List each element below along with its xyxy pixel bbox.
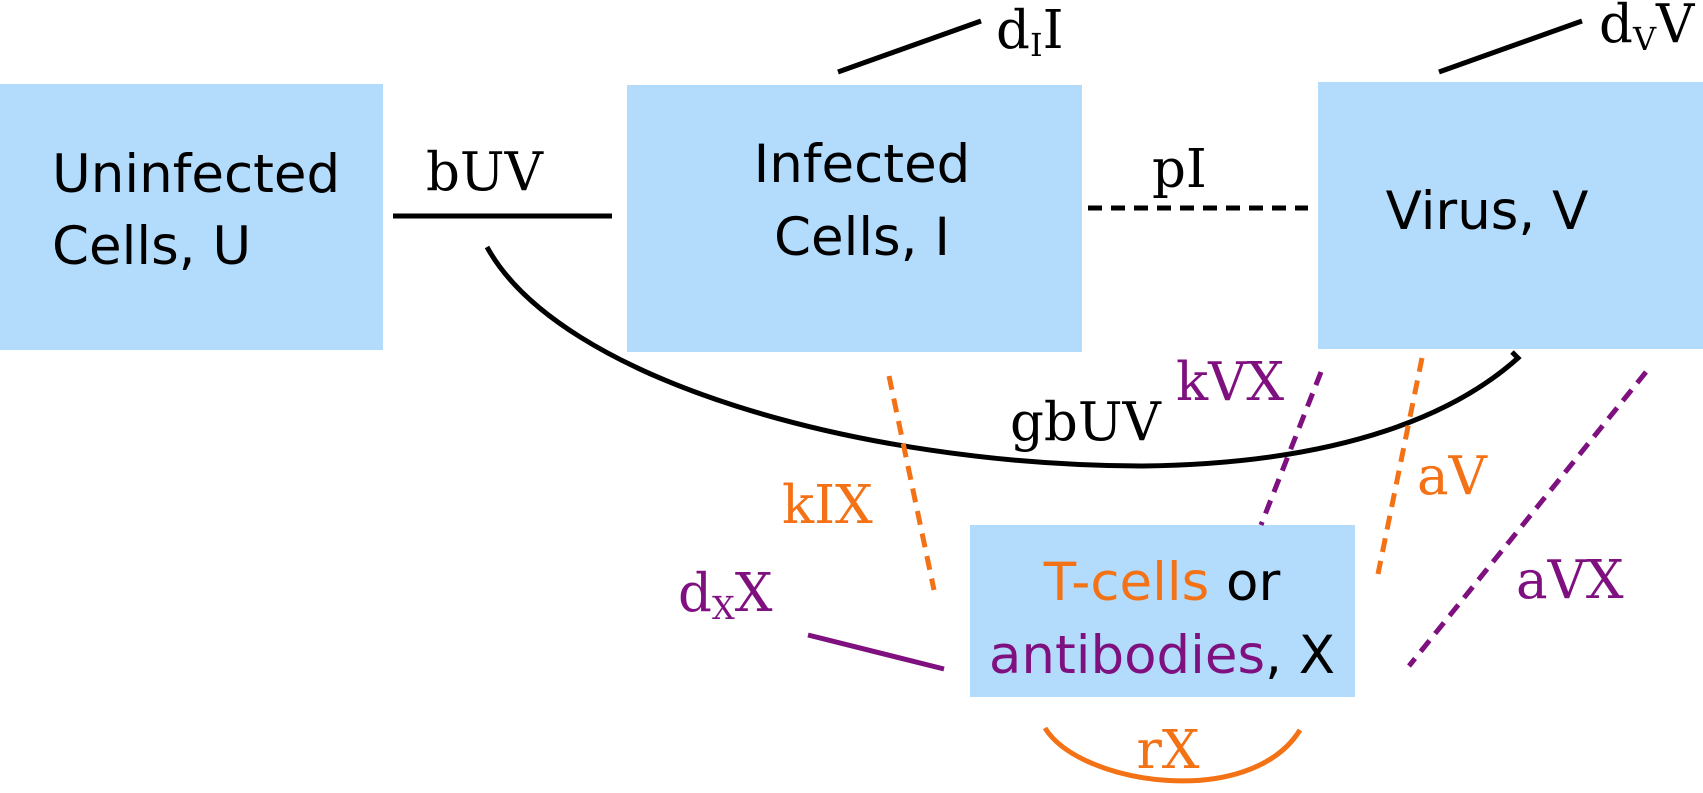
infected-death-var: I (1043, 0, 1064, 61)
activation-loss-rate-label: aVX (1516, 550, 1624, 611)
infected-death-line (837, 18, 982, 75)
immune-death-d: d (678, 563, 712, 624)
uninfected-label-line2: Cells, U (52, 216, 251, 277)
immune-death-rate-label: dXX (678, 563, 773, 627)
infection-rate-label: bUV (426, 142, 545, 203)
infected-label-line1: Infected (754, 134, 971, 195)
virus-loss-curve (484, 245, 1522, 469)
kill-infected-line (886, 375, 937, 591)
antibodies-label: antibodies (989, 625, 1265, 686)
virus-death-var: V (1655, 0, 1696, 55)
tcells-label: T-cells (1043, 552, 1209, 613)
immune-death-line (807, 632, 945, 672)
virus-death-sub: V (1632, 20, 1657, 58)
infected-cells-box (627, 85, 1082, 352)
activation-rate-label: aV (1417, 446, 1489, 507)
activation-loss-line (1407, 370, 1648, 668)
infected-death-rate-label: dII (996, 0, 1064, 64)
uninfected-cells-box (0, 84, 383, 350)
or-label: or (1209, 552, 1280, 613)
virus-death-line (1438, 18, 1583, 75)
immune-death-sub: X (712, 589, 735, 627)
production-rate-label: pI (1152, 139, 1207, 200)
immune-label-line1: T-cells or (1043, 552, 1281, 613)
kill-infected-rate-label: kIX (782, 475, 873, 536)
infected-death-d: d (996, 0, 1030, 61)
virus-label: Virus, V (1386, 181, 1589, 242)
proliferation-rate-label: rX (1136, 720, 1199, 781)
infected-label-line2: Cells, I (774, 207, 950, 268)
virus-box (1318, 82, 1703, 349)
virus-loss-rate-label: gbUV (1010, 392, 1163, 453)
virus-death-rate-label: dVV (1599, 0, 1696, 58)
kill-virus-line (1258, 371, 1324, 526)
proliferation-curve (1042, 726, 1303, 784)
immune-death-var: X (735, 563, 773, 624)
uninfected-label-line1: Uninfected (52, 144, 340, 205)
immune-box (970, 525, 1355, 697)
activation-line (1375, 357, 1425, 575)
infected-death-sub: I (1030, 26, 1043, 64)
virus-death-d: d (1599, 0, 1633, 55)
kill-virus-rate-label: kVX (1176, 352, 1284, 413)
immune-suffix-label: , X (1265, 625, 1335, 686)
immune-label-line2: antibodies, X (989, 625, 1335, 686)
